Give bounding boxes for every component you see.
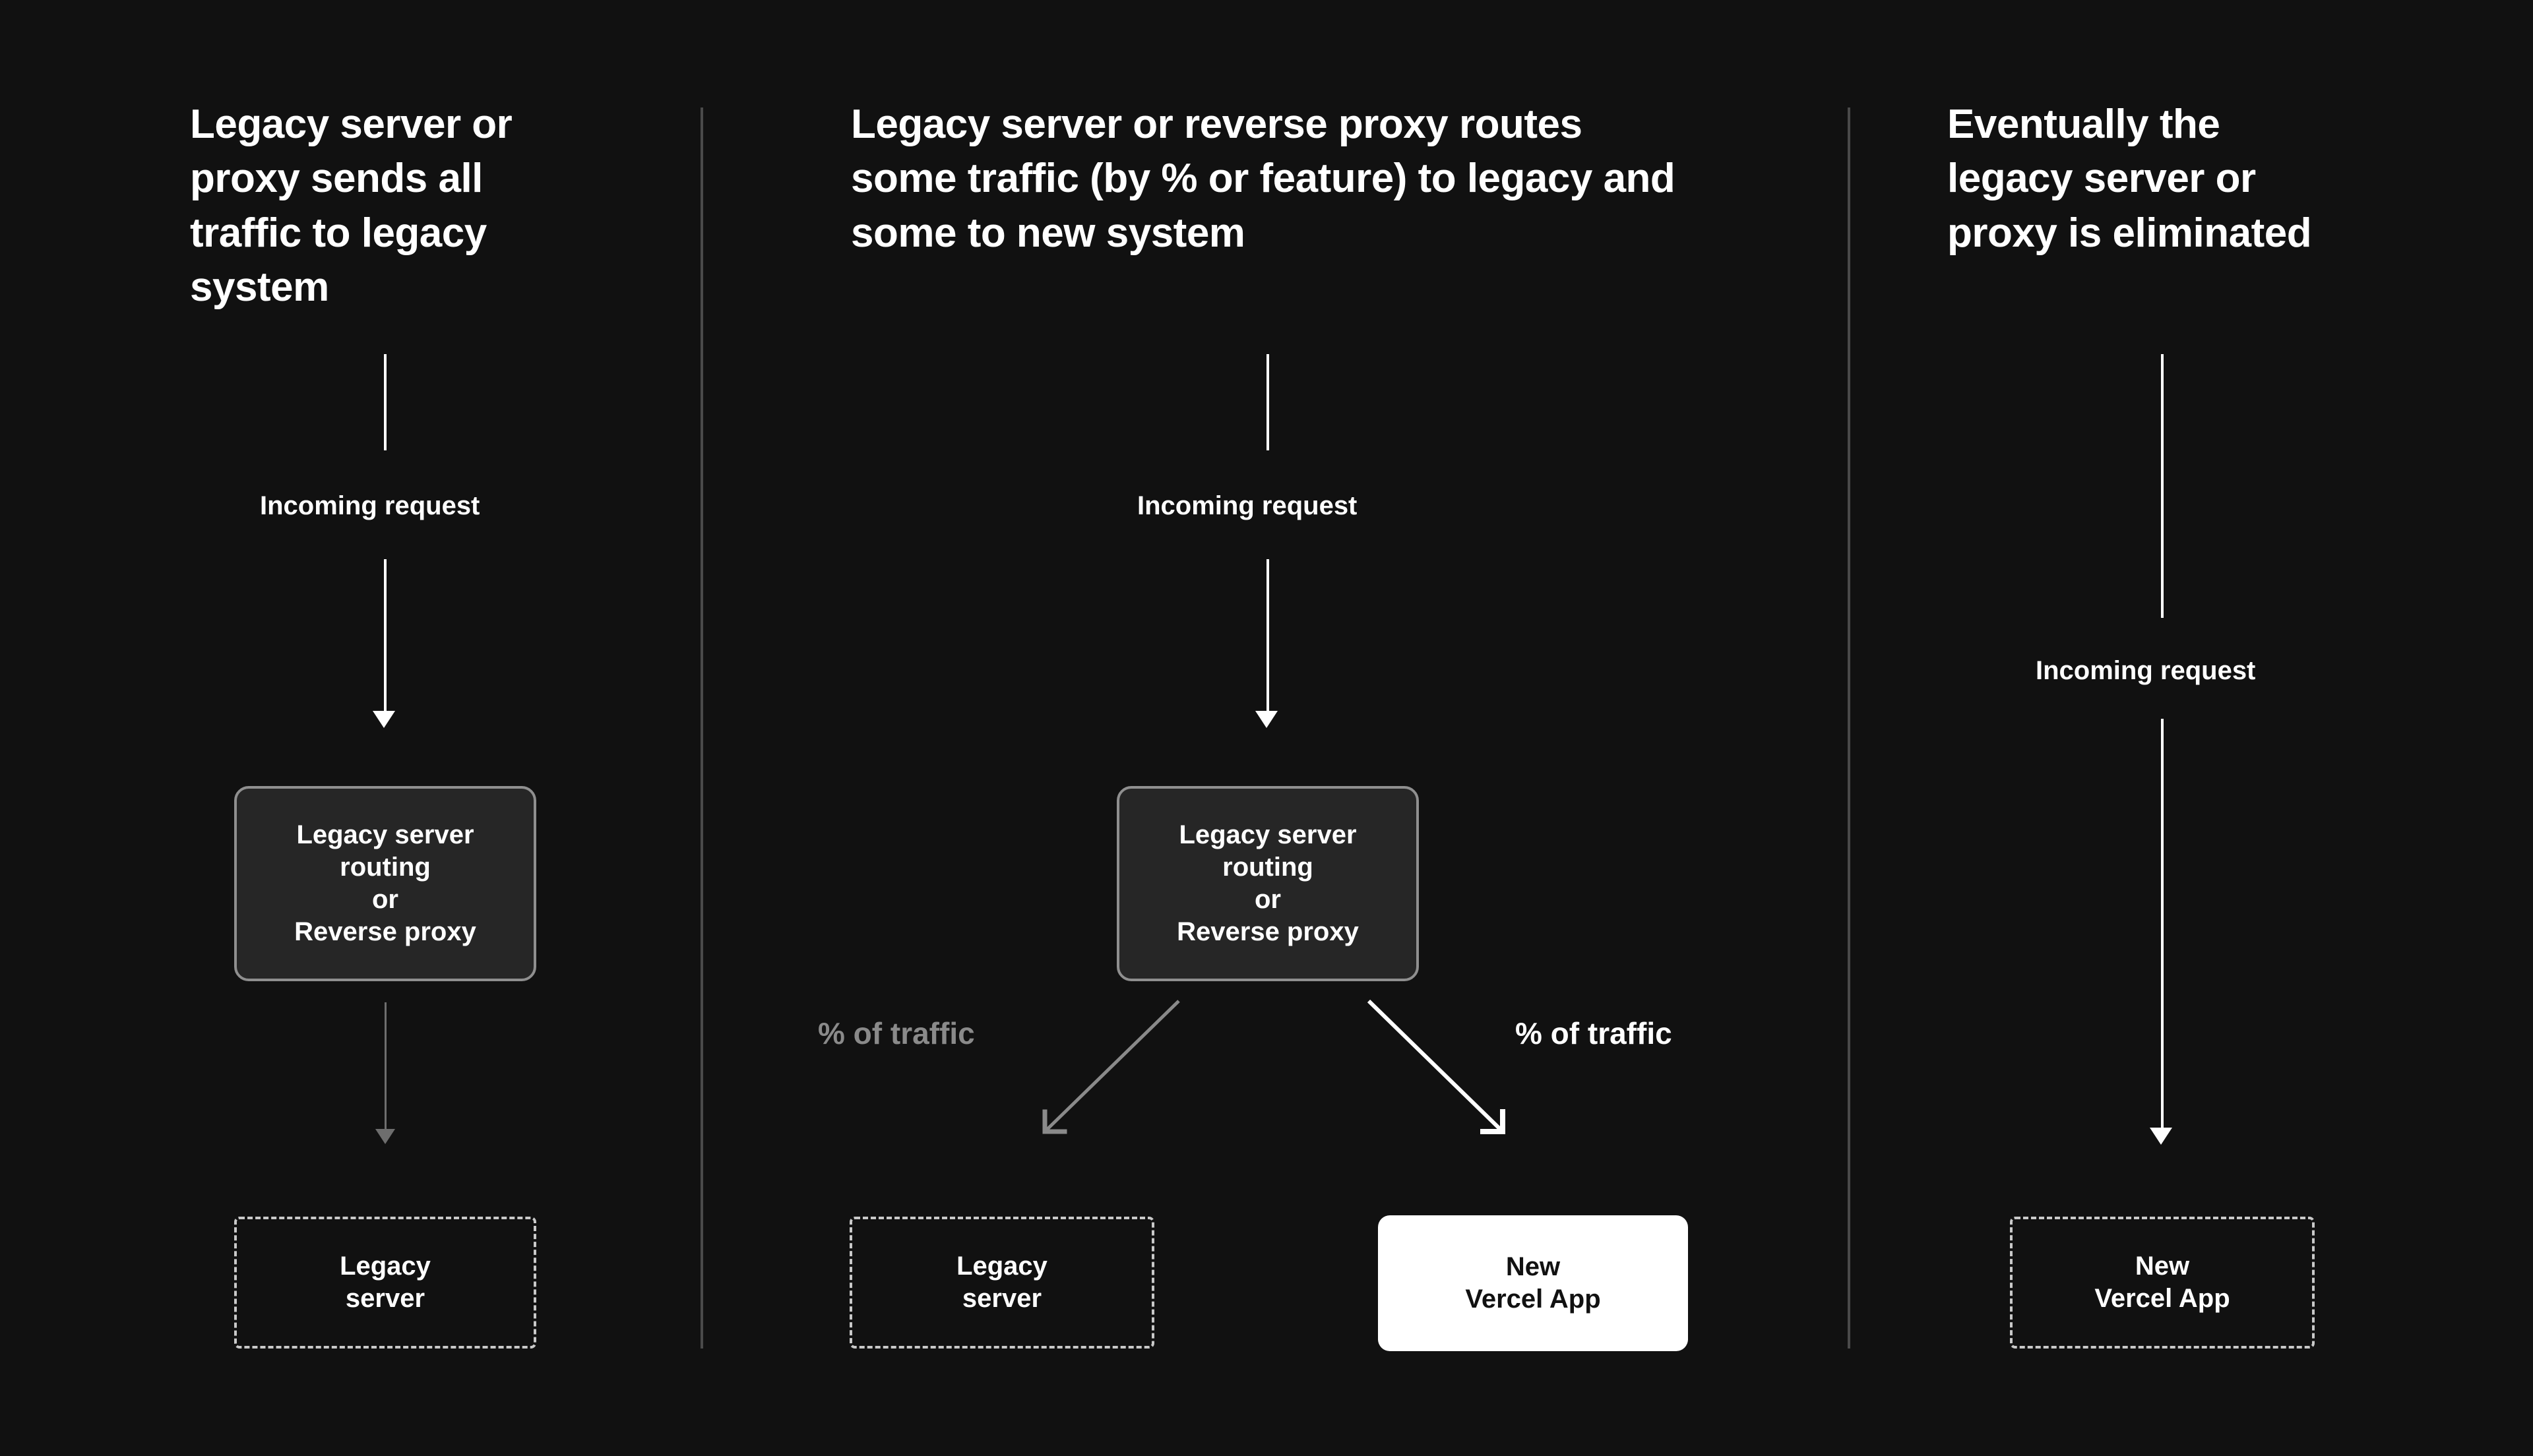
phase-2-arrowhead-to-proxy xyxy=(1255,711,1278,728)
phase-1-legacy-server-box[interactable]: Legacy server xyxy=(234,1217,536,1349)
column-divider-1 xyxy=(701,107,703,1349)
phase-1-arrowhead-to-legacy xyxy=(375,1129,395,1144)
phase-2-arrowhead-to-newapp xyxy=(1480,1109,1505,1134)
phase-2-split-arrows xyxy=(1042,999,1505,1134)
phase-2-arrow-to-legacy xyxy=(1044,1000,1180,1133)
phase-1-heading: Legacy server or proxy sends all traffic… xyxy=(190,102,513,311)
phase-2-arrow-to-newapp xyxy=(1367,999,1505,1134)
phase-3-new-vercel-app-box[interactable]: New Vercel App xyxy=(2010,1217,2315,1349)
phase-1-incoming-request-label: Incoming request xyxy=(260,491,480,520)
phase-2-arrowhead-to-legacy xyxy=(1042,1109,1067,1134)
phase-2-traffic-label-left: % of traffic xyxy=(818,1016,975,1050)
phase-2-inflow-line xyxy=(1266,354,1269,450)
phase-1-proxy-box[interactable]: Legacy server routing or Reverse proxy xyxy=(234,786,536,981)
phase-2-arrow-to-proxy xyxy=(1266,559,1269,711)
phase-1-arrow-to-legacy xyxy=(385,1002,387,1131)
phase-1-arrow-to-proxy xyxy=(384,559,387,711)
phase-1-inflow-line xyxy=(384,354,387,450)
phase-2-incoming-request-label: Incoming request xyxy=(1137,491,1358,520)
phase-3-heading: Eventually the legacy server or proxy is… xyxy=(1947,102,2312,256)
phase-2-proxy-box[interactable]: Legacy server routing or Reverse proxy xyxy=(1117,786,1419,981)
phase-2-new-vercel-app-box[interactable]: New Vercel App xyxy=(1378,1215,1688,1351)
phase-3-arrow-to-newapp xyxy=(2161,719,2164,1128)
phase-2-heading: Legacy server or reverse proxy routes so… xyxy=(851,102,1675,256)
phase-2-traffic-label-right: % of traffic xyxy=(1515,1016,1672,1050)
phase-3-incoming-request-label: Incoming request xyxy=(2036,656,2256,685)
phase-1-arrowhead-to-proxy xyxy=(373,711,395,728)
phase-2-legacy-server-box[interactable]: Legacy server xyxy=(850,1217,1154,1349)
column-divider-2 xyxy=(1848,107,1850,1349)
phase-3-inflow-line xyxy=(2161,354,2164,618)
phase-3-arrowhead-to-newapp xyxy=(2150,1128,2172,1145)
